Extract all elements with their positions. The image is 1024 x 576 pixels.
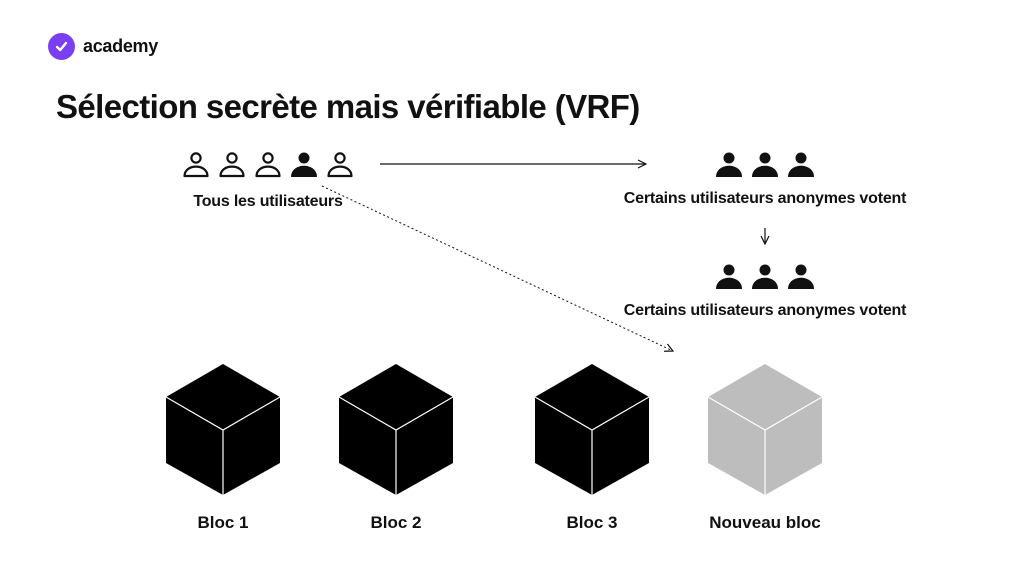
block-cube-3	[534, 364, 650, 495]
voters-icons-2	[716, 264, 814, 289]
voters-label-2: Certains utilisateurs anonymes votent	[623, 302, 907, 319]
block-label-1: Bloc 1	[197, 513, 249, 532]
block-label-3: Bloc 3	[566, 513, 618, 532]
block-cube-1	[165, 364, 281, 495]
user-filled-icon	[788, 152, 814, 177]
block-label-new: Nouveau bloc	[709, 513, 821, 532]
block-label-2: Bloc 2	[370, 513, 422, 532]
blocks-row	[165, 364, 823, 495]
dotted-arrow-to-new-block	[321, 185, 673, 351]
user-filled-icon	[752, 264, 778, 289]
user-outline-icon	[183, 152, 209, 178]
all-users-icons	[183, 152, 353, 178]
all-users-label: Tous les utilisateurs	[193, 193, 343, 210]
user-outline-icon	[255, 152, 281, 178]
user-outline-icon	[327, 152, 353, 178]
page-title: Sélection secrète mais vérifiable (VRF)	[56, 88, 640, 125]
user-filled-icon	[752, 152, 778, 177]
voters-label-1: Certains utilisateurs anonymes votent	[623, 190, 907, 207]
checkmark-icon	[48, 33, 75, 60]
user-outline-icon	[219, 152, 245, 178]
brand-name: academy	[83, 36, 158, 56]
user-filled-icon	[291, 152, 317, 177]
user-filled-icon	[716, 152, 742, 177]
user-filled-icon	[716, 264, 742, 289]
block-cube-4	[707, 364, 823, 495]
brand-logo: academy	[48, 33, 158, 60]
block-cube-2	[338, 364, 454, 495]
user-filled-icon	[788, 264, 814, 289]
voters-icons-1	[716, 152, 814, 177]
